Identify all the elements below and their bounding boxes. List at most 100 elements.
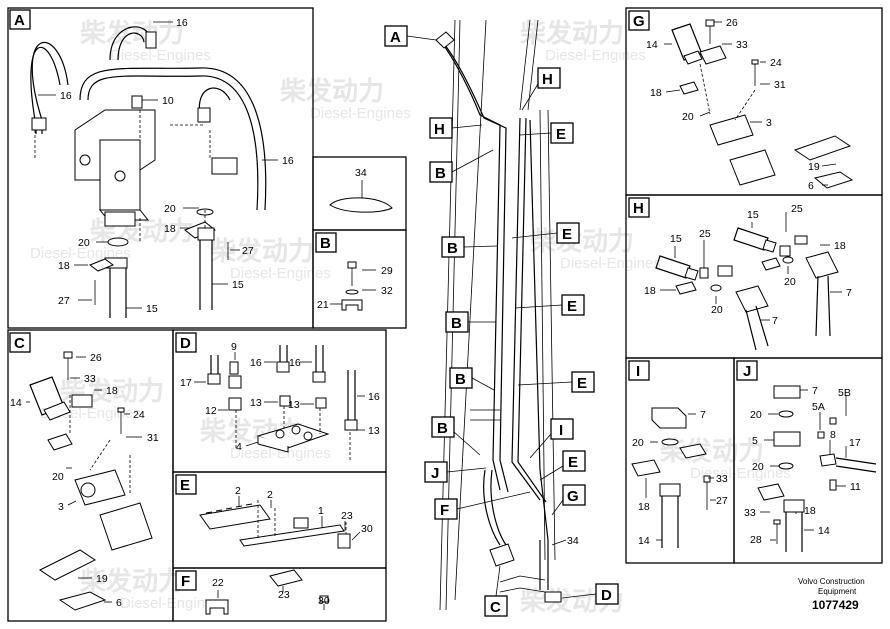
tag-d: D (595, 583, 619, 605)
svg-text:B: B (435, 165, 446, 182)
boom-tags: A H H E B B E B E B E B I J E F G C D 34 (384, 25, 619, 617)
callout: 20 (52, 471, 64, 483)
callout: 20 (752, 461, 764, 473)
tag-i: I (550, 418, 574, 440)
callout: 2 (267, 489, 273, 501)
tag-e: E (556, 222, 580, 244)
tag-b: B (445, 311, 469, 333)
panel-g-tag: G (628, 10, 650, 31)
callout: 10 (162, 95, 174, 107)
watermark-cn: 柴发动力 (519, 18, 624, 48)
panel-a: A 16 16 (7, 7, 314, 329)
callout: 30 (361, 523, 373, 535)
callout: 24 (770, 57, 782, 69)
callout: 26 (726, 17, 738, 29)
callout: 4 (236, 441, 242, 453)
panel-c-tag: C (9, 332, 31, 353)
callout: 14 (646, 39, 658, 51)
callout: 18 (834, 240, 846, 252)
svg-text:E: E (562, 226, 572, 243)
callout: 23 (341, 510, 353, 522)
panel-i: I 7 20 33 18 27 14 (625, 357, 735, 564)
watermark-en: Diesel-Engines (545, 47, 646, 64)
panel-b: B 29 32 21 (312, 229, 407, 329)
callout: 20 (164, 203, 176, 215)
callout: 15 (747, 209, 759, 221)
panel-g: G 26 14 33 24 31 18 20 3 19 6 (625, 7, 883, 196)
panel-d: D 9 16 16 17 13 12 13 16 13 4 (172, 329, 387, 473)
svg-text:F: F (181, 573, 190, 590)
svg-text:E: E (568, 454, 578, 471)
tag-a: A (384, 25, 408, 47)
callout: 5A (812, 401, 825, 413)
svg-text:G: G (567, 488, 579, 505)
callout: 25 (699, 228, 711, 240)
tag-e: E (561, 294, 585, 316)
watermark-en: Diesel-Engines (110, 47, 211, 64)
svg-text:D: D (180, 335, 191, 352)
panel-f-tag: F (175, 570, 197, 591)
callout: 29 (381, 265, 393, 277)
callout: 7 (772, 315, 778, 327)
callout: 20 (682, 111, 694, 123)
callout: 15 (232, 279, 244, 291)
callout: 3 (58, 501, 64, 513)
svg-text:E: E (577, 375, 587, 392)
watermark-cn: 柴发动力 (279, 76, 384, 106)
callout: 1 (318, 505, 324, 517)
svg-text:I: I (636, 363, 640, 380)
tag-label: B (447, 240, 458, 257)
panel-b-tag: B (315, 232, 337, 253)
callout: 18 (106, 385, 118, 397)
callout: 5 (752, 435, 758, 447)
tag-h: H (429, 117, 453, 139)
svg-text:F: F (440, 502, 449, 519)
svg-text:B: B (455, 371, 466, 388)
callout: 33 (736, 39, 748, 51)
callout: 33 (84, 373, 96, 385)
callout: 12 (205, 405, 217, 417)
svg-text:A: A (14, 12, 25, 29)
svg-text:C: C (14, 335, 25, 352)
callout: 31 (147, 432, 159, 444)
panel-a-tag: A (9, 9, 31, 30)
tag-b: B (449, 367, 473, 389)
callout: 7 (700, 409, 706, 421)
svg-text:A: A (390, 29, 401, 46)
callout: 16 (282, 155, 294, 167)
callout: 2 (235, 485, 241, 497)
callout: 22 (212, 577, 224, 589)
watermark-cn: 柴发动力 (209, 236, 314, 266)
callout: 7 (846, 287, 852, 299)
callout: 6 (116, 597, 122, 609)
drawing-number: 1077429 (812, 598, 859, 612)
callout: 16 (250, 357, 262, 369)
callout: 30 (318, 595, 330, 607)
svg-text:B: B (437, 420, 448, 437)
callout: 14 (10, 397, 22, 409)
panel-d-tag: D (175, 332, 197, 353)
panel-e: E 2 2 1 23 30 (172, 471, 387, 569)
callout: 19 (808, 161, 820, 173)
callout: 5B (838, 387, 851, 399)
callout: 15 (670, 233, 682, 245)
callout: 13 (368, 425, 380, 437)
callout: 11 (850, 481, 861, 493)
callout: 16 (289, 357, 301, 369)
callout: 17 (849, 437, 861, 449)
callout: 14 (818, 525, 830, 537)
watermark-cn: 柴发动力 (529, 226, 634, 256)
watermark-en: Diesel-Engines (230, 445, 331, 462)
svg-text:E: E (567, 298, 577, 315)
footer-line2: Equipment (818, 587, 857, 596)
callout: 6 (808, 180, 814, 192)
callout: 16 (368, 391, 380, 403)
callout: 9 (231, 341, 237, 353)
callout: 15 (146, 303, 158, 315)
watermark-cn: 柴发动力 (79, 566, 184, 596)
callout: 13 (288, 399, 300, 411)
callout: 20 (784, 276, 796, 288)
callout: 34 (567, 535, 579, 547)
svg-text:B: B (451, 315, 462, 332)
callout: 19 (96, 573, 108, 585)
